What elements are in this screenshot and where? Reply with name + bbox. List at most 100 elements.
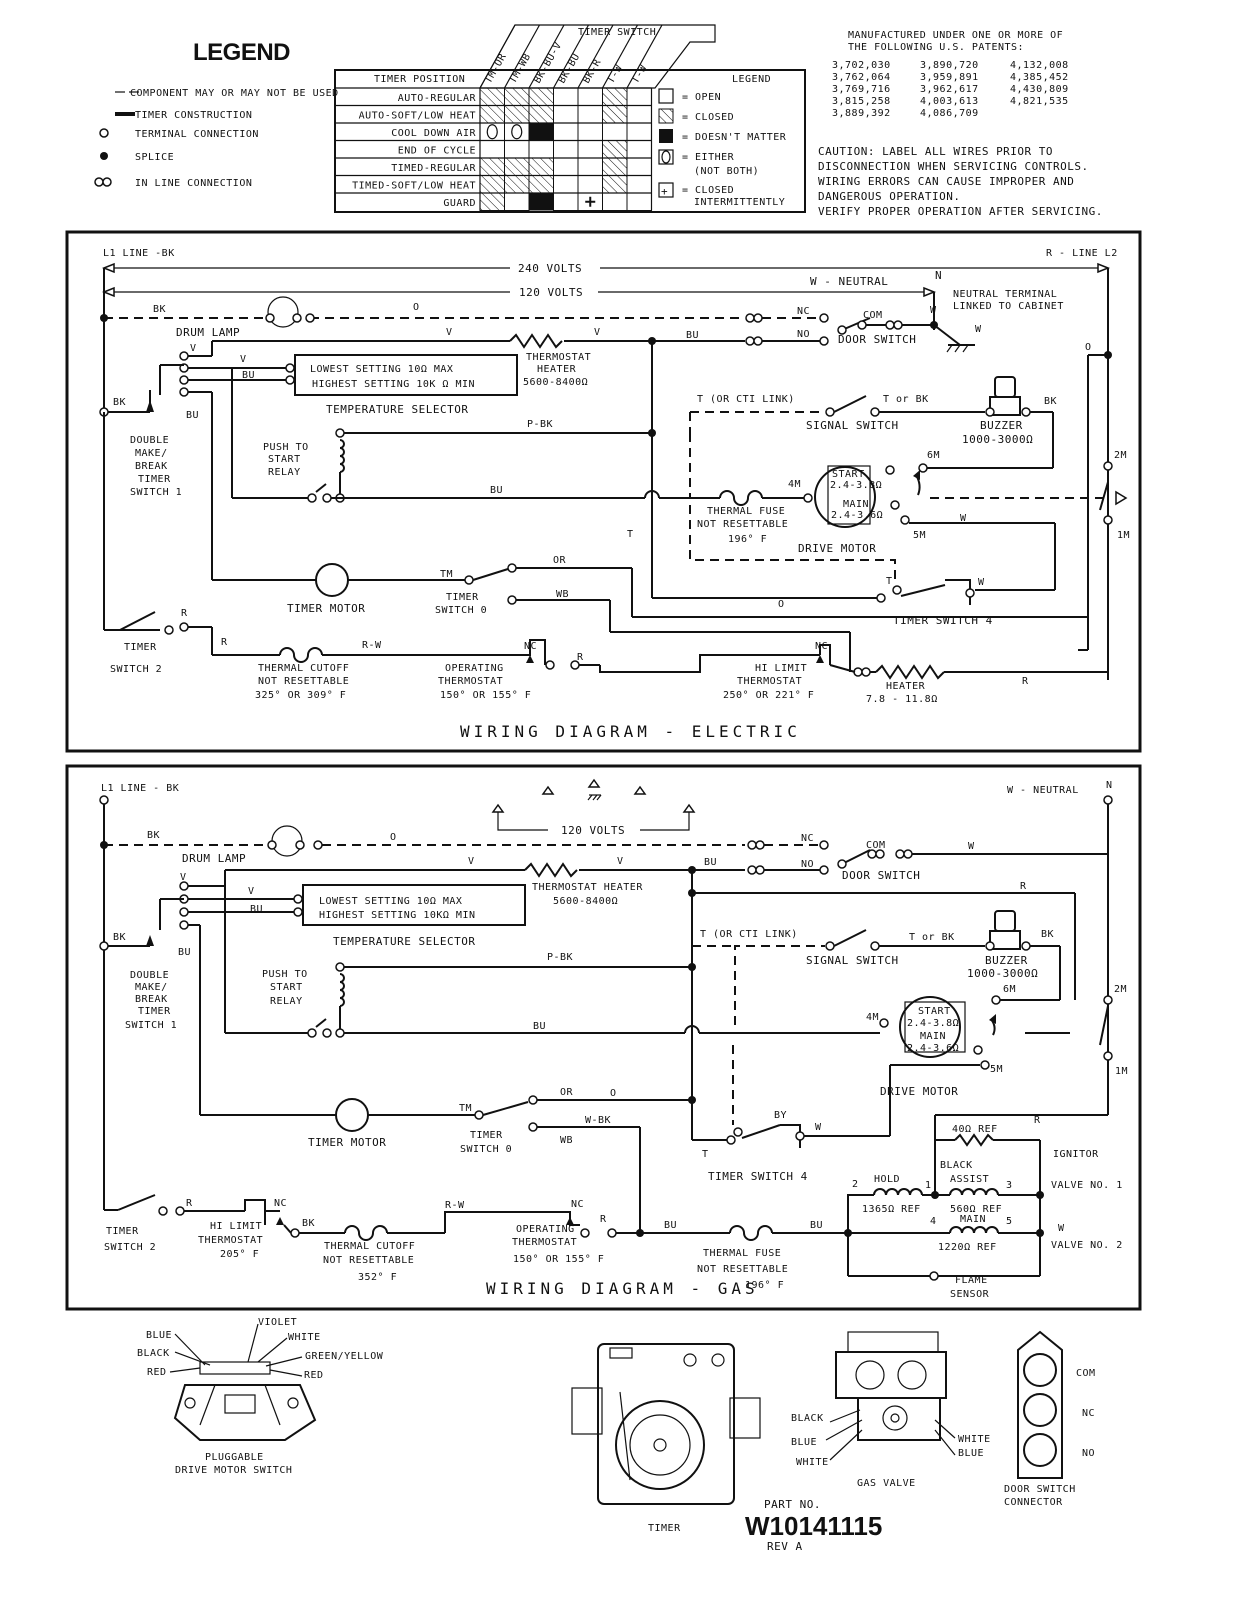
e-wire-r1: R (181, 608, 188, 619)
timer-cell (577, 192, 603, 211)
g-ref40: 40Ω REF (952, 1124, 998, 1135)
timer-col-4: BK-R (581, 57, 604, 86)
legend-either-note: (NOT BOTH) (694, 166, 759, 177)
timer-cell (479, 157, 505, 176)
e-hl-2: THERMOSTAT (737, 676, 802, 687)
timer-row-0: AUTO-REGULAR (398, 93, 477, 104)
g-pts-2: START (270, 982, 303, 993)
patent-number: 3,769,716 (832, 84, 891, 95)
e-tco-1: THERMAL CUTOFF (258, 663, 349, 674)
timer-cell (553, 175, 579, 194)
chart-legend-title: LEGEND (732, 74, 771, 85)
caution-line-1: CAUTION: LABEL ALL WIRES PRIOR TO (818, 145, 1053, 158)
e-l2-label: R - LINE L2 (1046, 248, 1118, 259)
e-pts-1: PUSH TO (263, 442, 309, 453)
timer-caption: TIMER (648, 1523, 681, 1534)
e-ts0-2: SWITCH 0 (435, 605, 487, 616)
e-wire-w1: W (930, 305, 937, 316)
timer-col-3: BK-BU (557, 52, 583, 86)
g-n3: 3 (1006, 1180, 1013, 1191)
timer-cell (504, 105, 530, 124)
timer-col-1: TM-WB (508, 52, 534, 86)
timer-row-1: AUTO-SOFT/LOW HEAT (359, 111, 476, 122)
timer-cell (479, 175, 505, 194)
e-4m: 4M (788, 479, 801, 490)
g-6m: 6M (1003, 984, 1016, 995)
g-wire-o: O (390, 832, 397, 843)
timer-cells (479, 87, 652, 211)
e-dmb-4: TIMER (138, 474, 171, 485)
timer-cell (504, 192, 530, 211)
dc-no: NO (1082, 1448, 1095, 1459)
e-heater-r: 7.8 - 11.8Ω (866, 694, 938, 705)
timer-cell (528, 140, 554, 159)
legend-item-optional: COMPONENT MAY OR MAY NOT BE USED (130, 88, 339, 99)
timer-cell (602, 105, 628, 124)
e-nc3: NC (815, 641, 828, 652)
e-5m: 5M (913, 530, 926, 541)
timer-cell (529, 123, 554, 141)
g-dmb-4: TIMER (138, 1006, 171, 1017)
e-dmb-2: MAKE/ (135, 448, 168, 459)
e-tco-2: NOT RESETTABLE (258, 676, 349, 687)
g-buzzer-r: 1000-3000Ω (967, 967, 1038, 980)
caution: CAUTION: LABEL ALL WIRES PRIOR TO DISCON… (818, 145, 1103, 218)
timer-switch-title: TIMER SWITCH (578, 27, 656, 38)
caution-line-3: WIRING ERRORS CAN CAUSE IMPROPER AND (818, 175, 1074, 188)
g-main: MAIN (960, 1214, 986, 1225)
g-wire-w3: W (1058, 1223, 1065, 1234)
e-neutral: W - NEUTRAL (810, 275, 888, 288)
g-wire-wbk: W-BK (585, 1115, 611, 1126)
e-wire-bu2: BU (242, 370, 255, 381)
gv-white2: WHITE (958, 1434, 991, 1445)
timer-cell (479, 140, 505, 159)
g-ot-2: THERMOSTAT (512, 1237, 577, 1248)
e-timer-switch4: TIMER SWITCH 4 (893, 614, 993, 627)
g-n1: 1 (925, 1180, 932, 1191)
e-wire-w3: W (960, 513, 967, 524)
g-n2: 2 (852, 1179, 859, 1190)
g-buzzer: BUZZER (985, 954, 1028, 967)
patents: MANUFACTURED UNDER ONE OR MORE OF THE FO… (832, 30, 1069, 119)
dc-caption-1: DOOR SWITCH (1004, 1484, 1076, 1495)
e-drum-lamp: DRUM LAMP (176, 326, 240, 339)
timer-row-5: TIMED-SOFT/LOW HEAT (352, 181, 476, 192)
patent-number: 3,889,392 (832, 108, 891, 119)
caution-line-5: VERIFY PROPER OPERATION AFTER SERVICING. (818, 205, 1103, 218)
g-torbk: T or BK (909, 932, 955, 943)
timer-row-4: TIMED-REGULAR (391, 163, 476, 174)
e-ot-2: THERMOSTAT (438, 676, 503, 687)
e-dmb-3: BREAK (135, 461, 168, 472)
part-number: PART NO. W10141115 REV A (745, 1498, 882, 1553)
e-tf-2: NOT RESETTABLE (697, 519, 788, 530)
e-ts2-2: SWITCH 2 (110, 664, 162, 675)
g-ts2-1: TIMER (106, 1226, 139, 1237)
gv-caption: GAS VALVE (857, 1478, 916, 1489)
e-wire-w4: W (978, 577, 985, 588)
ms-red2: RED (304, 1370, 324, 1381)
g-ot-3: 150° OR 155° F (513, 1254, 604, 1265)
g-ts2-2: SWITCH 2 (104, 1242, 156, 1253)
patent-number: 4,003,613 (920, 96, 979, 107)
e-wire-bk2: BK (113, 397, 126, 408)
e-wire-bu1: BU (686, 330, 699, 341)
dc-caption-2: CONNECTOR (1004, 1497, 1063, 1508)
g-wire-r3: R (600, 1214, 607, 1225)
e-door-switch: DOOR SWITCH (838, 333, 916, 346)
e-nc: NC (797, 306, 810, 317)
g-2m: 2M (1114, 984, 1127, 995)
timer-cell (504, 157, 530, 176)
g-pts-3: RELAY (270, 996, 303, 1007)
g-wire-t: T (702, 1149, 709, 1160)
patent-number: 4,430,809 (1010, 84, 1069, 95)
e-pts-2: START (268, 454, 301, 465)
legend-intermittent: = CLOSED (682, 185, 734, 196)
part-number-value: W10141115 (745, 1511, 882, 1541)
ms-caption-2: DRIVE MOTOR SWITCH (175, 1465, 292, 1476)
e-l1-label: L1 LINE -BK (103, 248, 175, 259)
g-1m: 1M (1115, 1066, 1128, 1077)
timer-cell (479, 87, 505, 106)
g-wire-v3: V (180, 872, 187, 883)
e-wire-rw: R-W (362, 640, 382, 651)
g-timer-motor: TIMER MOTOR (308, 1136, 386, 1149)
